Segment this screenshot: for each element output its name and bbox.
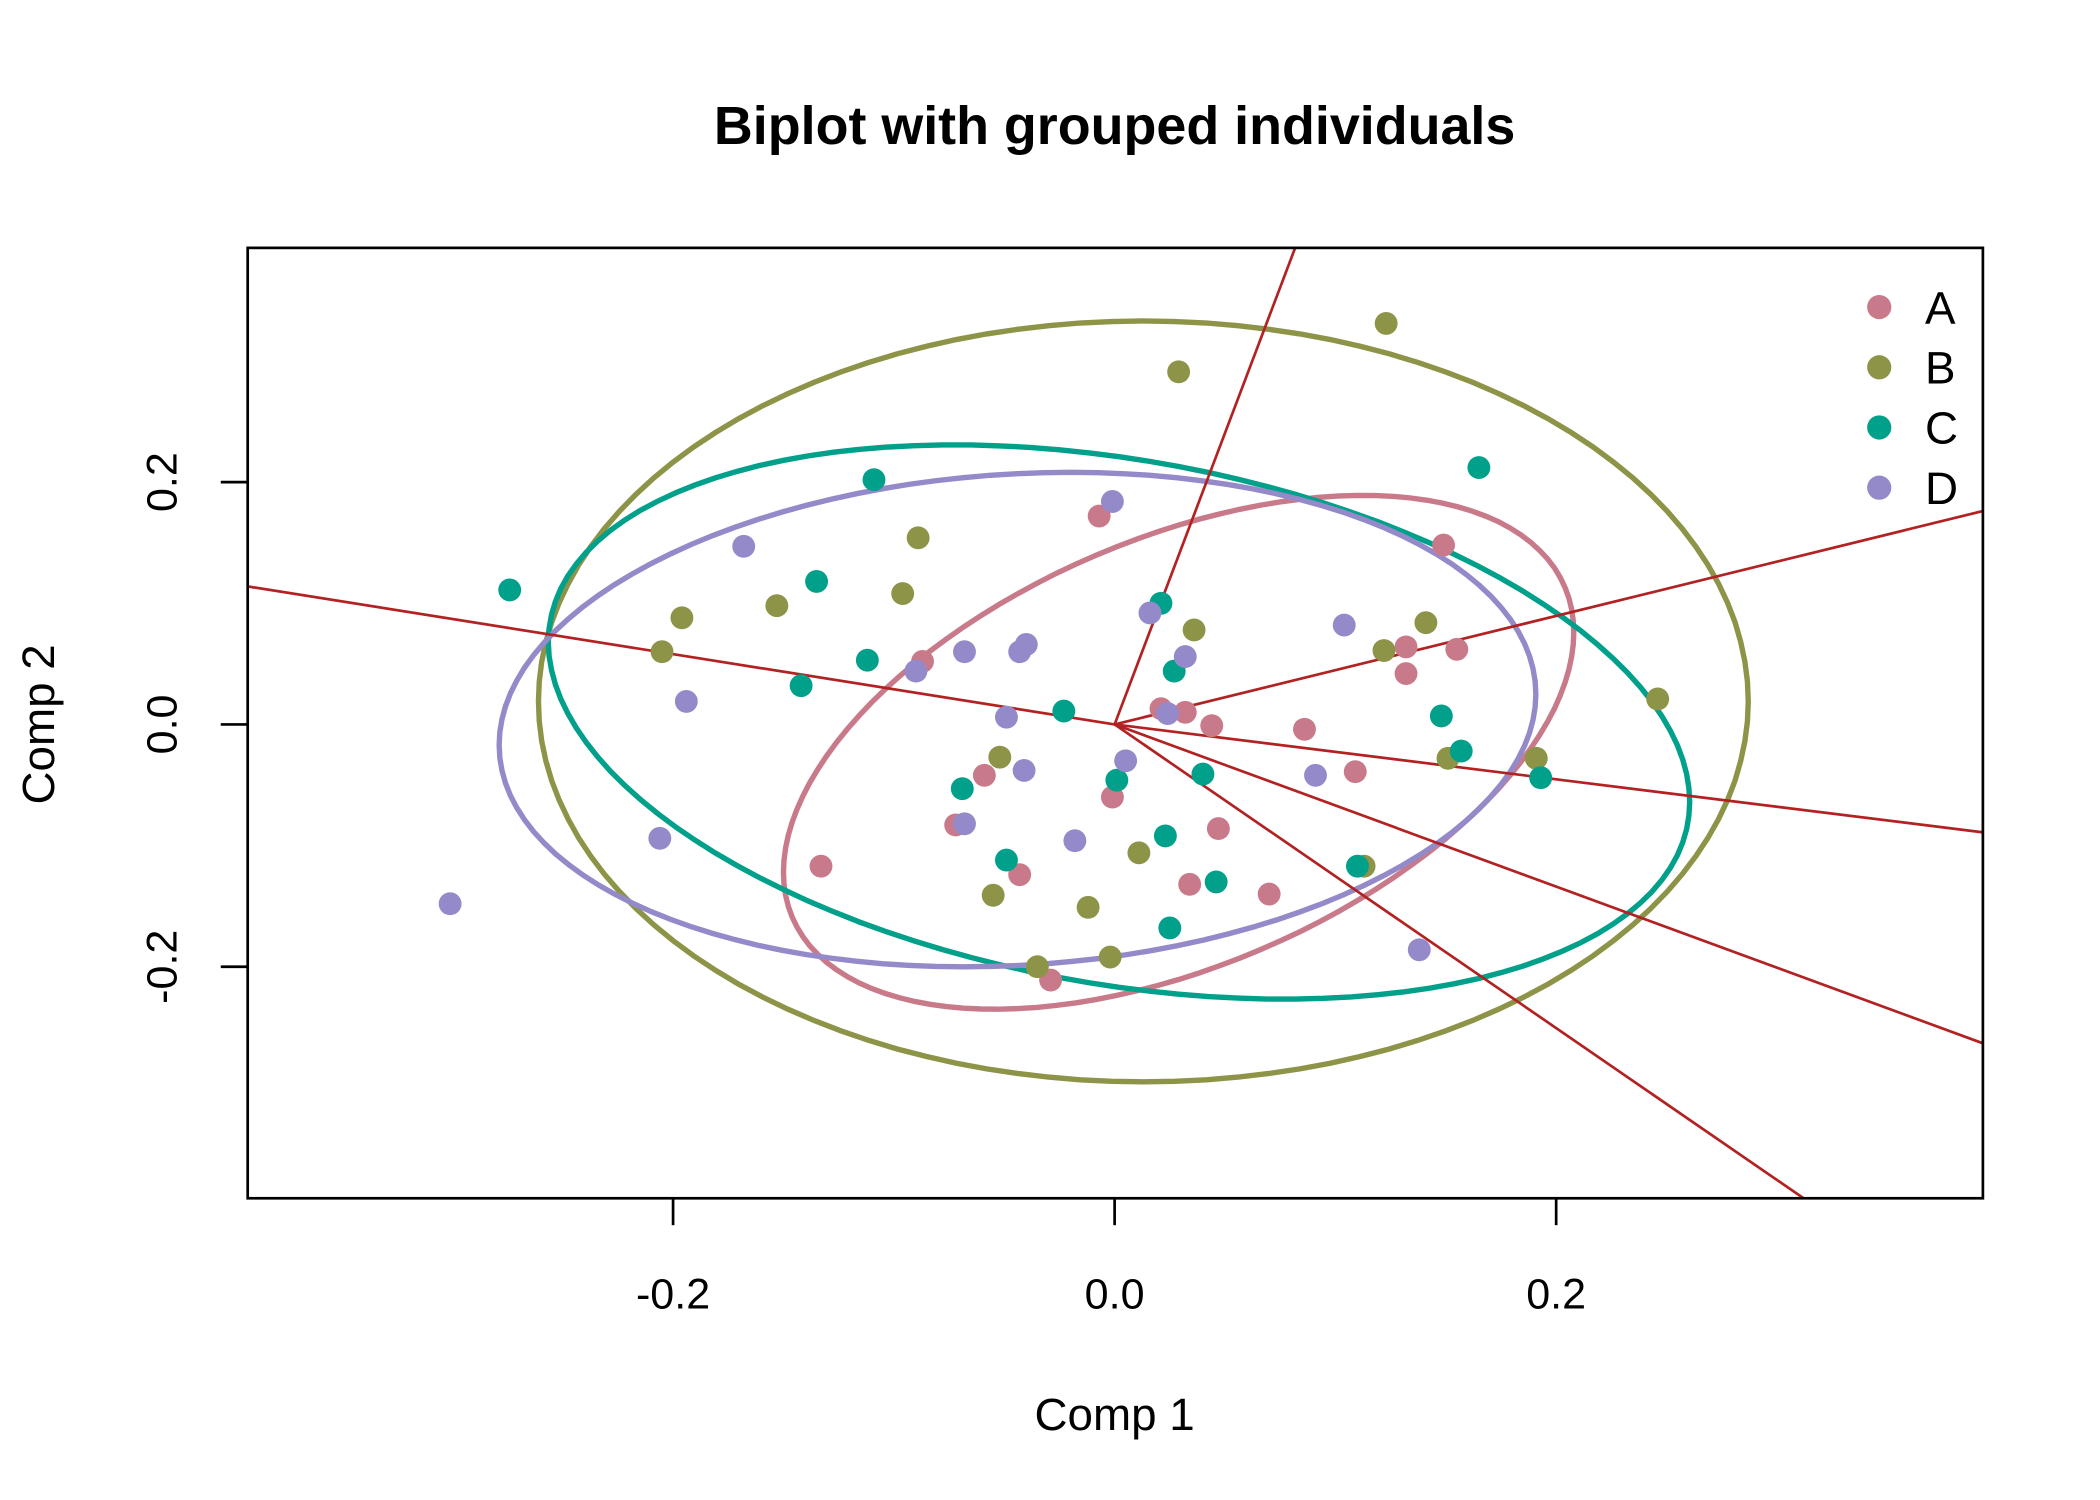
point-D-8 [1014, 633, 1038, 656]
point-C-18 [1449, 739, 1473, 763]
point-C-8 [994, 848, 1018, 872]
legend-marker-A [1867, 295, 1892, 320]
point-C-5 [789, 674, 813, 698]
point-A-17 [1394, 662, 1418, 685]
point-B-13 [1127, 841, 1151, 865]
point-D-4 [732, 534, 756, 558]
legend-label-A: A [1925, 282, 1956, 333]
point-C-16 [1346, 854, 1369, 878]
x-tick-label: 0.0 [1085, 1271, 1145, 1319]
point-B-15 [1372, 639, 1396, 662]
point-B-6 [670, 606, 694, 630]
point-D-1 [438, 892, 462, 916]
legend-marker-C [1867, 415, 1892, 440]
x-tick-label: -0.2 [636, 1271, 710, 1319]
point-C-2 [862, 468, 886, 492]
point-B-14 [1182, 618, 1206, 642]
y-axis-label: Comp 2 [13, 644, 64, 804]
point-A-7 [972, 763, 996, 787]
point-D-11 [953, 812, 976, 836]
ellipse-A [780, 492, 1577, 1012]
point-B-16 [1414, 611, 1438, 635]
point-C-7 [950, 777, 974, 801]
point-A-12 [1206, 817, 1230, 841]
loading-arrow-6 [247, 585, 1115, 726]
point-B-3 [906, 526, 930, 550]
point-D-3 [674, 689, 698, 713]
point-A-15 [1343, 760, 1367, 784]
point-B-11 [1076, 895, 1100, 919]
point-B-20 [1646, 687, 1670, 711]
point-C-12 [1191, 762, 1215, 786]
point-A-4 [1173, 700, 1197, 724]
point-D-6 [953, 640, 976, 664]
point-A-19 [1432, 533, 1456, 557]
legend-label-D: D [1925, 463, 1958, 514]
y-tick-label: 0.2 [138, 452, 186, 512]
point-B-2 [1167, 360, 1191, 384]
point-D-14 [1100, 490, 1124, 513]
point-B-1 [1374, 311, 1398, 335]
point-B-8 [988, 745, 1012, 769]
point-B-10 [1025, 955, 1049, 979]
point-D-9 [994, 705, 1018, 729]
ellipse-D [496, 469, 1539, 970]
point-D-20 [1407, 938, 1431, 962]
point-D-12 [1063, 829, 1087, 853]
point-A-13 [1257, 882, 1281, 906]
point-C-20 [1467, 456, 1491, 480]
point-C-13 [1153, 824, 1177, 848]
x-axis-label: Comp 1 [1035, 1389, 1195, 1440]
y-tick-label: -0.2 [138, 930, 186, 1004]
point-D-19 [1332, 613, 1356, 637]
point-D-2 [648, 826, 672, 850]
point-B-5 [765, 594, 789, 618]
point-C-15 [1158, 916, 1182, 940]
point-A-5 [1200, 714, 1224, 738]
ellipse-B [535, 318, 1751, 1085]
point-A-10 [809, 854, 833, 878]
legend-label-B: B [1925, 342, 1956, 393]
loading-arrow-5 [1113, 723, 1805, 1199]
point-C-6 [1052, 699, 1076, 723]
point-D-13 [1114, 749, 1138, 773]
chart-title: Biplot with grouped individuals [714, 96, 1515, 156]
point-A-14 [1293, 717, 1316, 741]
point-C-19 [1529, 766, 1553, 790]
point-D-18 [1304, 763, 1327, 787]
point-A-16 [1394, 635, 1418, 659]
point-B-9 [981, 883, 1005, 907]
point-B-7 [650, 640, 674, 664]
point-C-4 [855, 648, 879, 672]
legend-marker-B [1867, 355, 1892, 380]
point-C-1 [498, 578, 522, 602]
point-C-17 [1429, 704, 1453, 728]
point-A-11 [1178, 872, 1202, 896]
point-B-4 [891, 582, 915, 606]
legend-label-C: C [1925, 403, 1958, 454]
point-D-5 [904, 659, 928, 683]
point-D-15 [1138, 601, 1162, 625]
point-A-9 [1008, 863, 1032, 887]
loading-arrow-4 [1114, 723, 1983, 1045]
point-C-9 [1105, 768, 1129, 792]
point-C-3 [805, 570, 829, 593]
loading-arrow-2 [1114, 509, 1983, 726]
point-C-14 [1204, 870, 1228, 894]
point-A-18 [1445, 637, 1469, 661]
point-B-12 [1098, 945, 1122, 969]
x-tick-label: 0.2 [1526, 1271, 1586, 1319]
point-B-19 [1524, 746, 1548, 770]
point-D-16 [1173, 645, 1197, 669]
legend-marker-D [1867, 475, 1892, 500]
point-D-10 [1012, 759, 1036, 782]
point-A-2 [1087, 504, 1111, 528]
point-D-17 [1156, 702, 1180, 725]
y-tick-label: 0.0 [138, 694, 186, 754]
loading-arrow-1 [1113, 247, 1297, 725]
